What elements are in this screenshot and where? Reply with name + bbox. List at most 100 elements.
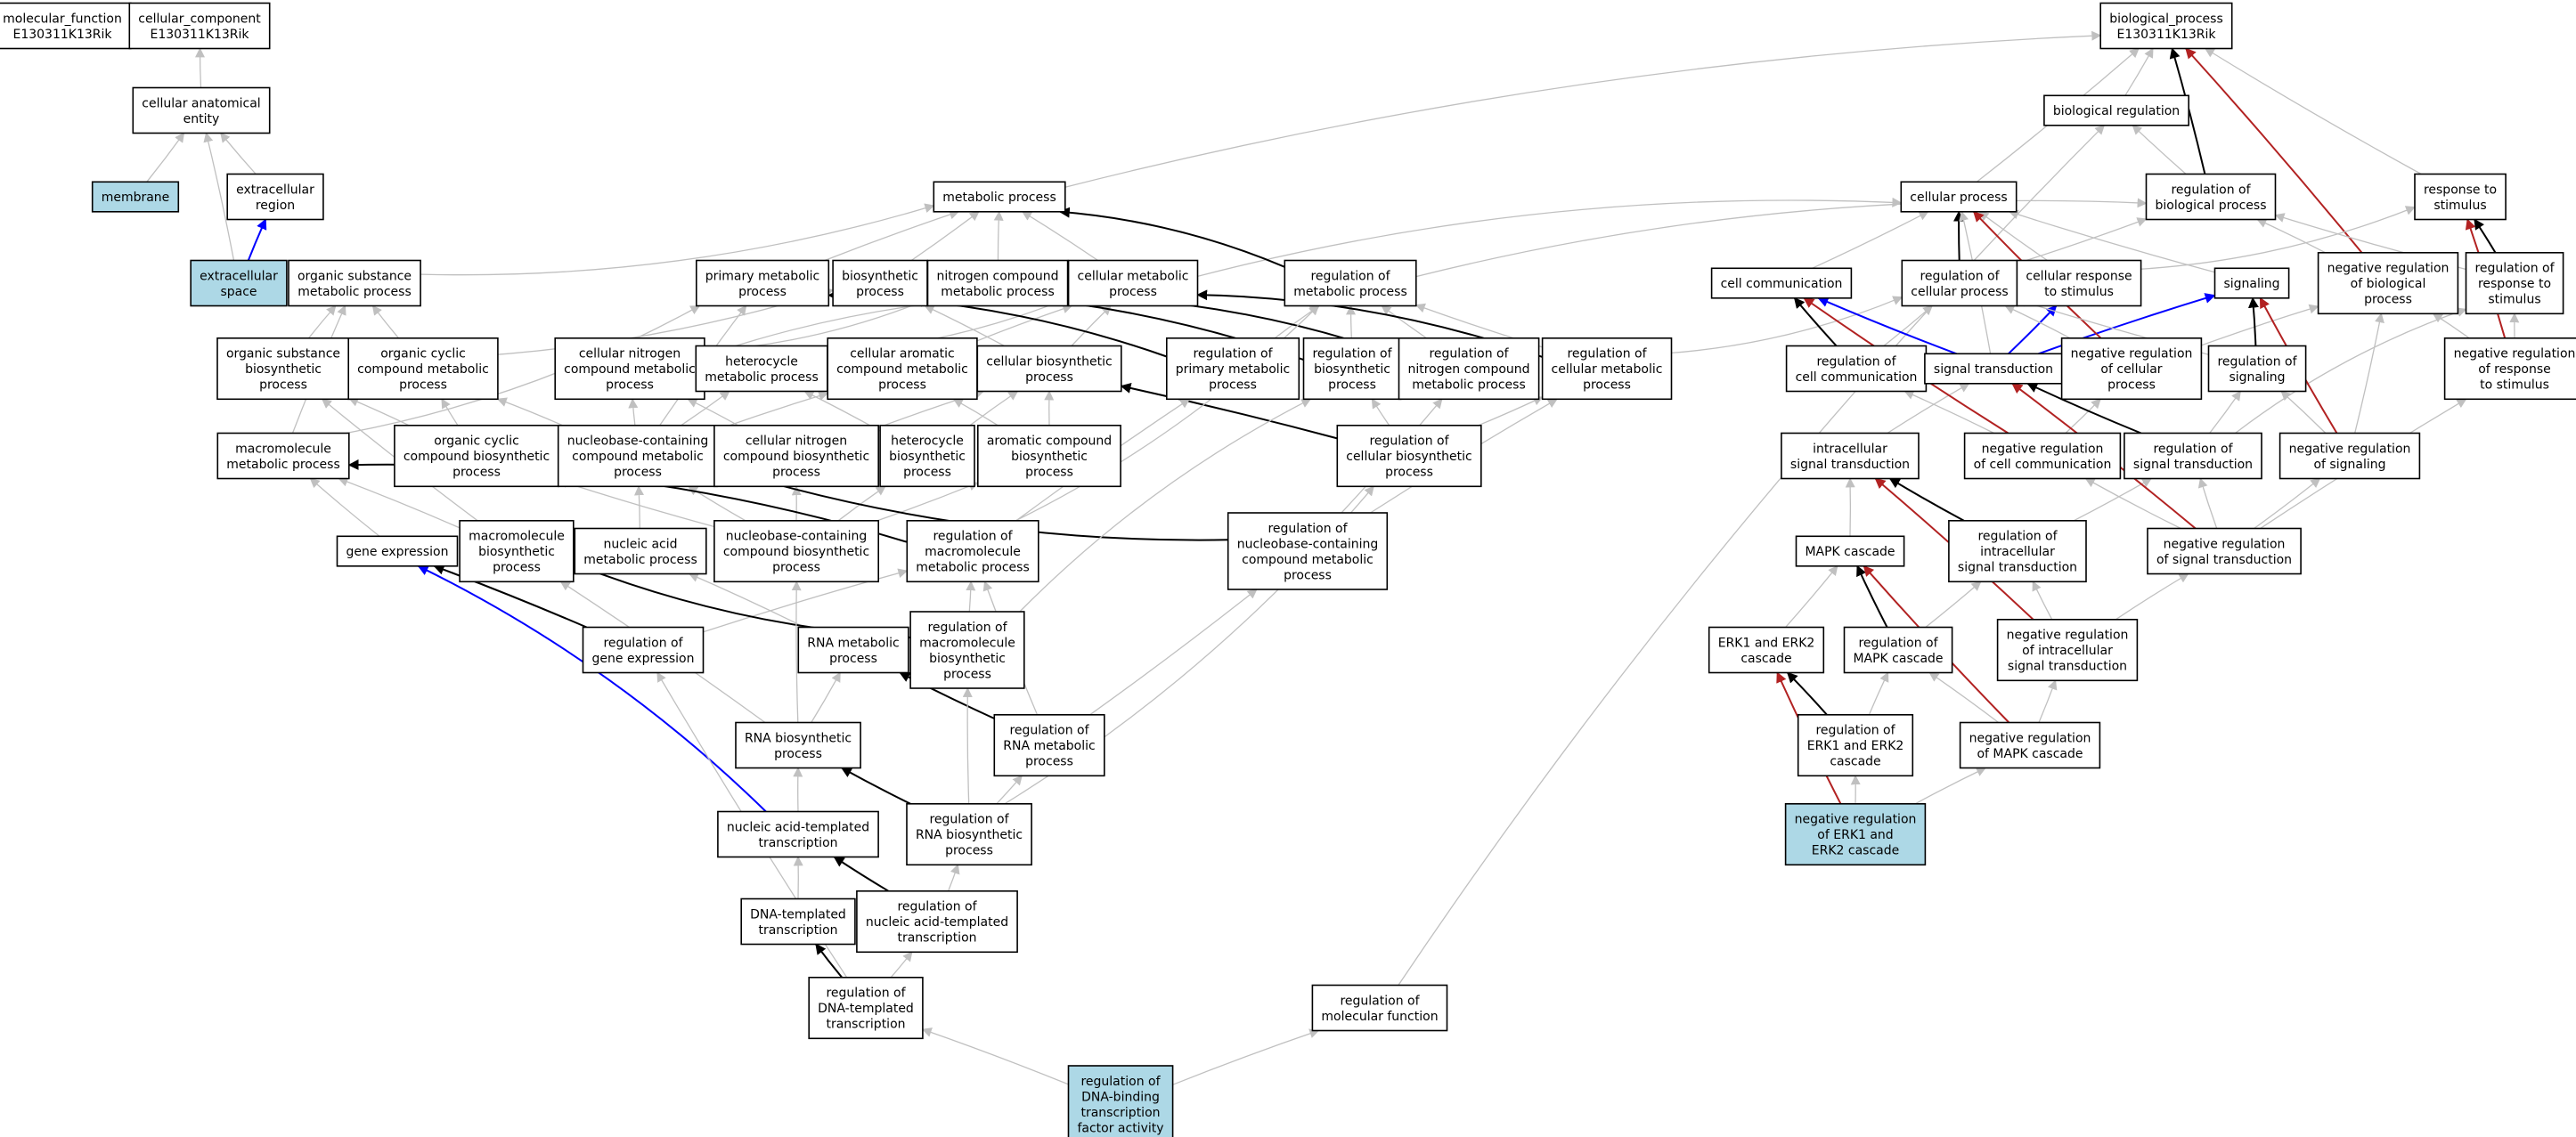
node-bioreg[interactable]: biological regulation <box>2043 94 2189 126</box>
node-sigtrans[interactable]: signal transduction <box>1924 353 2063 385</box>
node-membrane[interactable]: membrane <box>91 181 180 213</box>
node-label-line: organic cyclic <box>380 347 466 361</box>
node-cellcomm[interactable]: cell communication <box>1710 267 1853 299</box>
node-label-line: response to <box>2478 277 2551 291</box>
node-label-line: aromatic compound <box>987 434 1112 449</box>
node-box <box>2207 345 2307 393</box>
node-box <box>713 519 880 583</box>
node-label-line: ERK1 and ERK2 <box>1807 739 1904 753</box>
edge-negregbp-bp <box>2185 47 2363 254</box>
node-regdbtf[interactable]: regulation ofDNA-bindingtranscriptionfac… <box>1067 1065 1174 1137</box>
edge-regrnamp-regnbcmp <box>1089 589 1258 716</box>
node-regmbp[interactable]: regulation ofmacromoleculebiosyntheticpr… <box>909 611 1025 689</box>
node-mapk[interactable]: MAPK cascade <box>1795 535 1905 567</box>
node-label-line: cell communication <box>1796 370 1918 385</box>
edge-negregmapk-negregist <box>2038 679 2058 723</box>
node-label-line: primary metabolic <box>1176 362 1291 377</box>
node-signaling[interactable]: signaling <box>2213 267 2290 299</box>
node-geneexp[interactable]: gene expression <box>336 535 459 567</box>
node-metproc[interactable]: metabolic process <box>933 181 1066 213</box>
edge-regncmp-regmp <box>1381 305 1427 339</box>
node-label-line: process <box>606 378 654 393</box>
node-box <box>856 889 1018 954</box>
edge-negregst-negregsig <box>2254 477 2321 530</box>
node-box <box>1284 259 1417 307</box>
node-label-line: biological process <box>2156 199 2267 213</box>
node-regnbcmp[interactable]: regulation ofnucleobase-containingcompou… <box>1227 512 1389 590</box>
node-label-line: negative regulation <box>1795 813 1917 827</box>
node-label-line: RNA metabolic <box>1003 739 1095 753</box>
node-label-line: cascade <box>1740 652 1791 666</box>
node-label-line: molecular function <box>1321 1010 1438 1024</box>
node-label-line: process <box>943 667 991 681</box>
node-label-line: macromolecule <box>469 530 565 544</box>
node-cellproc[interactable]: cellular process <box>1900 181 2018 213</box>
